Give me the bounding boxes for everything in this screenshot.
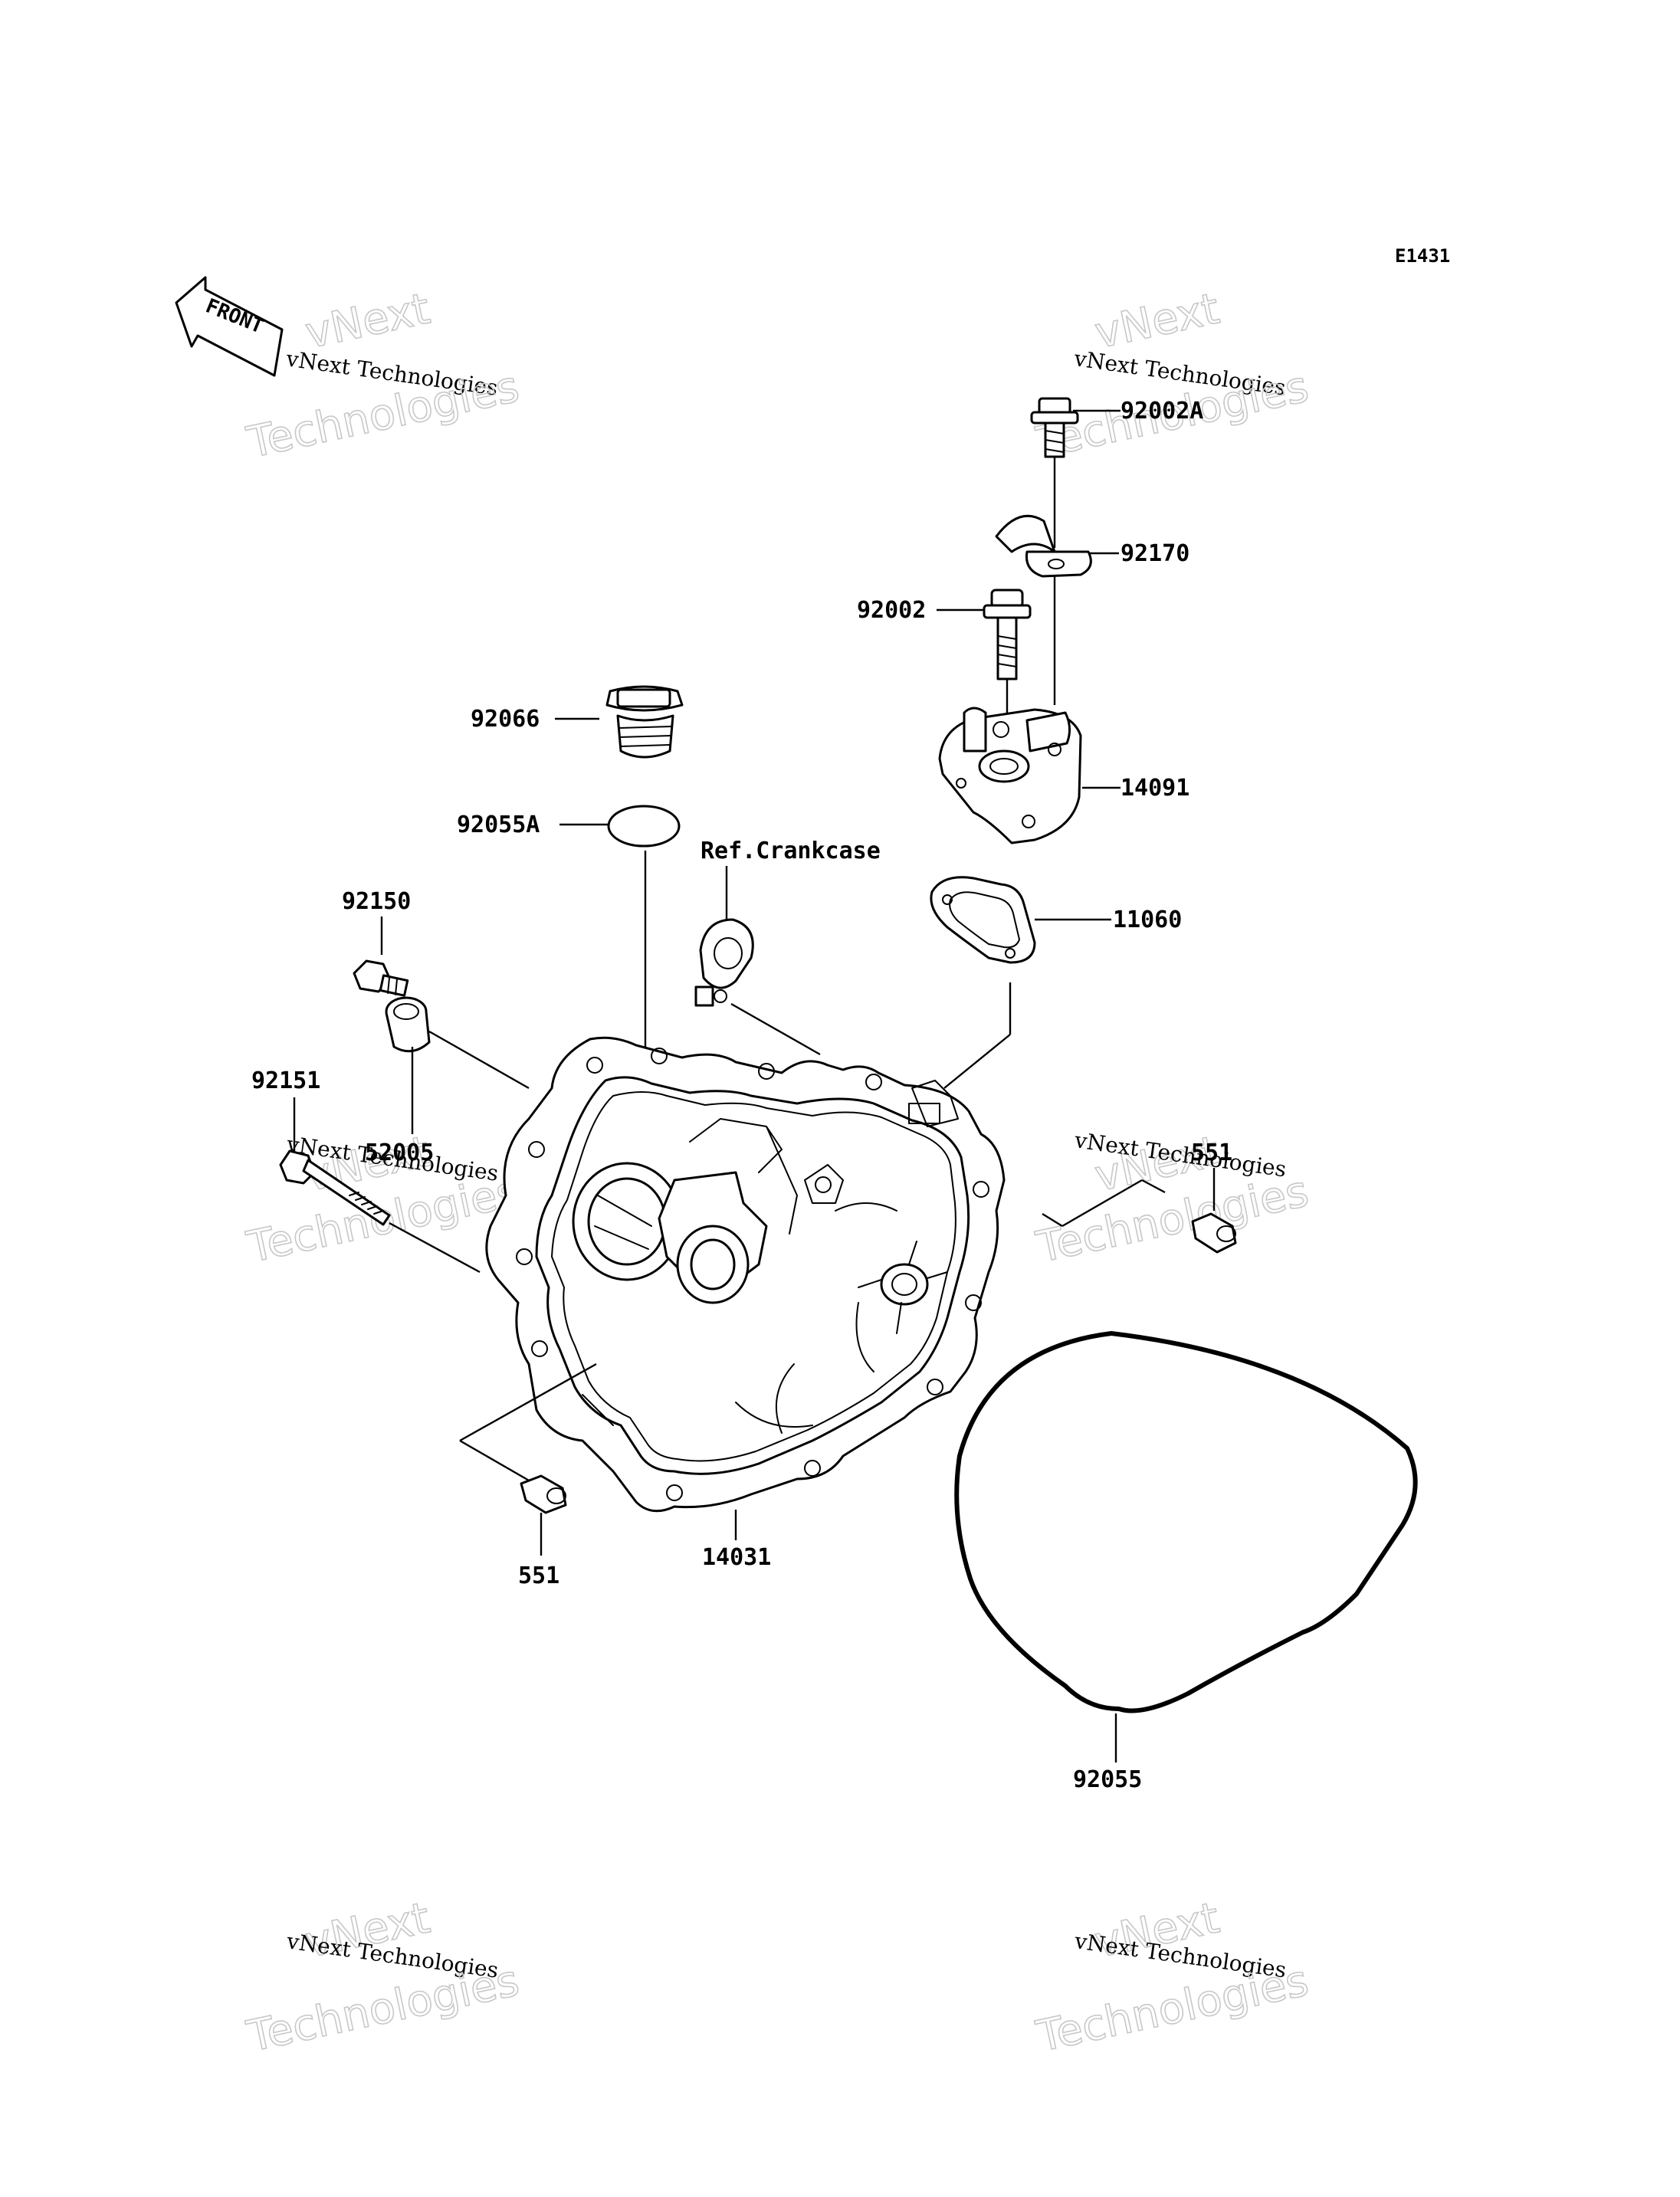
watermark-technologies: Technologies xyxy=(243,1956,523,2062)
crankcase-bracket xyxy=(694,918,754,1007)
watermark-bottom-left: vNext vNext Technologies Technologies xyxy=(242,1893,524,2063)
label-52005: 52005 xyxy=(365,1139,434,1166)
label-551-left: 551 xyxy=(518,1562,559,1589)
watermark-top-left: vNext vNext Technologies Technologies xyxy=(242,284,524,469)
diagram-code: E1431 xyxy=(1395,245,1450,267)
bolt-92002A xyxy=(1030,397,1079,458)
label-92170: 92170 xyxy=(1121,540,1189,567)
label-92055A: 92055A xyxy=(457,812,540,838)
o-ring-92055A xyxy=(607,805,681,848)
label-92002: 92002 xyxy=(857,597,926,624)
label-92066: 92066 xyxy=(471,706,540,733)
label-14031: 14031 xyxy=(702,1544,771,1571)
cap-52005 xyxy=(385,996,431,1053)
plug-92066 xyxy=(605,685,684,759)
watermark-bottom-right: vNext vNext Technologies Technologies xyxy=(1032,1893,1314,2063)
front-arrow-icon: FRONT xyxy=(175,276,284,377)
label-92151: 92151 xyxy=(251,1067,320,1094)
housing-14091 xyxy=(938,707,1082,844)
watermark-mid-right: vNext vNext Technologies Technologies xyxy=(1032,1126,1314,1274)
watermark-vnext: vNext xyxy=(301,284,435,359)
watermark-technologies: Technologies xyxy=(1032,1956,1313,2062)
bolt-92150 xyxy=(353,959,409,997)
watermark-vnext: vNext xyxy=(1091,284,1224,359)
watermark-top-right: vNext vNext Technologies Technologies xyxy=(1032,284,1314,469)
reference-crankcase-label: Ref.Crankcase xyxy=(701,838,881,864)
label-14091: 14091 xyxy=(1121,775,1189,802)
cover-14031 xyxy=(485,1036,1006,1513)
label-92150: 92150 xyxy=(342,888,411,915)
label-551-right: 551 xyxy=(1191,1139,1232,1166)
clamp-92170 xyxy=(995,514,1092,578)
o-ring-92055 xyxy=(954,1331,1418,1713)
label-11060: 11060 xyxy=(1113,907,1182,933)
bolt-92151 xyxy=(279,1149,391,1226)
label-92002A: 92002A xyxy=(1121,398,1203,425)
bolt-92002 xyxy=(983,589,1032,680)
label-92055: 92055 xyxy=(1073,1766,1142,1793)
dowel-551-right xyxy=(1191,1212,1237,1254)
dowel-551-left xyxy=(520,1474,567,1514)
gasket-11060 xyxy=(930,876,1036,964)
